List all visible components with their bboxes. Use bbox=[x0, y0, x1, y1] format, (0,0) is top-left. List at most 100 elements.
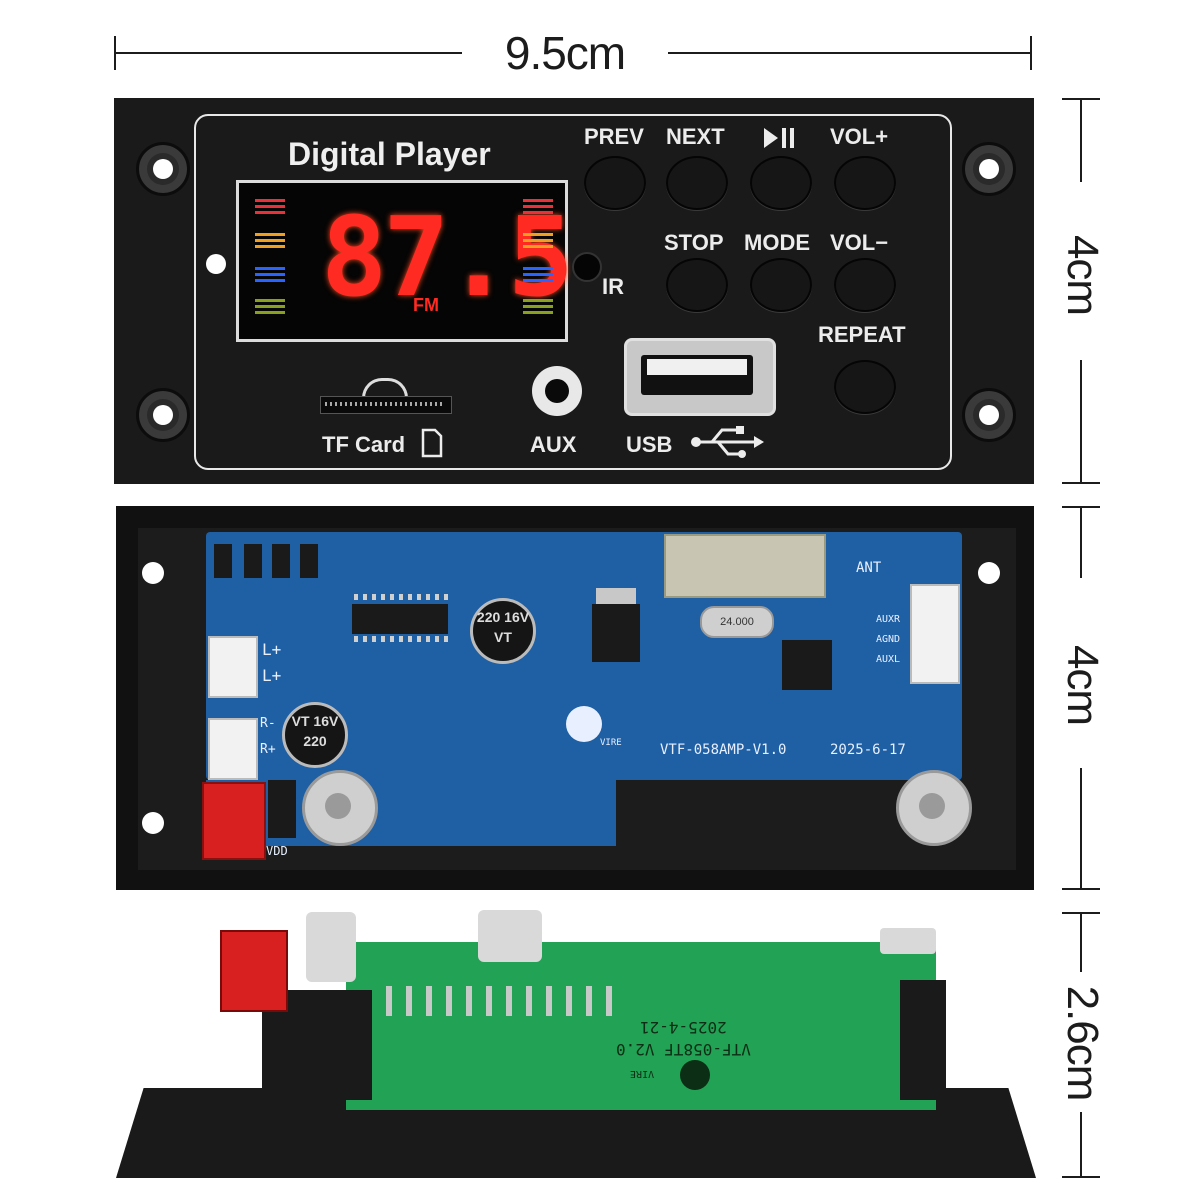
play-pause-button[interactable] bbox=[750, 156, 812, 210]
panel-title: Digital Player bbox=[288, 136, 491, 172]
aux-label: AUX bbox=[530, 432, 577, 457]
panel-frame bbox=[194, 114, 952, 470]
level-bar-red-left bbox=[255, 199, 285, 202]
ic-pins-bottom bbox=[354, 636, 448, 642]
sd-card-icon bbox=[421, 428, 443, 458]
front-height-label: 4cm bbox=[1058, 234, 1107, 316]
ir-receiver bbox=[572, 252, 602, 282]
capacitor-220uf-2: VT 16V 220 bbox=[282, 702, 348, 768]
mount-hole-top-right bbox=[962, 142, 1016, 196]
mode-button[interactable] bbox=[750, 258, 812, 312]
width-dimension-line-left bbox=[114, 52, 462, 54]
front-height-line-bottom bbox=[1080, 360, 1082, 484]
label-l-plus-1: L+ bbox=[262, 640, 282, 659]
label-l-plus-2: L+ bbox=[262, 666, 282, 685]
label-r-plus: R+ bbox=[260, 742, 276, 757]
vol-down-label: VOL− bbox=[830, 230, 889, 255]
smd-component bbox=[272, 544, 290, 578]
level-bar-green-right bbox=[523, 299, 553, 302]
side-vire-logo bbox=[680, 1060, 710, 1090]
back-hole-bottom-left bbox=[142, 812, 164, 834]
label-agnd: AGND bbox=[876, 634, 901, 645]
voltage-regulator bbox=[592, 604, 640, 662]
repeat-button[interactable] bbox=[834, 360, 896, 414]
vol-up-button[interactable] bbox=[834, 156, 896, 210]
label-auxr: AUXR bbox=[876, 614, 901, 625]
usb-label: USB bbox=[626, 432, 673, 457]
side-screw bbox=[880, 928, 936, 954]
back-height-label: 4cm bbox=[1058, 644, 1107, 726]
level-bar-red-right bbox=[523, 199, 553, 202]
vol-down-button[interactable] bbox=[834, 258, 896, 312]
board-id: VTF-058AMP-V1.0 bbox=[660, 742, 787, 758]
front-height-line-top bbox=[1080, 98, 1082, 182]
mode-label: MODE bbox=[744, 230, 810, 255]
smd-component bbox=[300, 544, 318, 578]
tf-card-label: TF Card bbox=[322, 432, 406, 457]
back-height-line-bottom bbox=[1080, 768, 1082, 890]
width-dimension-label: 9.5cm bbox=[504, 27, 626, 79]
aux-connector[interactable] bbox=[910, 584, 960, 684]
next-label: NEXT bbox=[666, 124, 725, 149]
stop-label: STOP bbox=[664, 230, 724, 255]
next-button[interactable] bbox=[666, 156, 728, 210]
prev-button[interactable] bbox=[584, 156, 646, 210]
display-band: FM bbox=[413, 295, 439, 315]
power-connector[interactable] bbox=[202, 782, 266, 860]
width-dimension-end bbox=[1030, 36, 1032, 70]
crystal-oscillator: 24.000 bbox=[700, 606, 774, 638]
usb-port-tongue bbox=[647, 359, 747, 375]
bluetooth-chip bbox=[782, 640, 832, 690]
tf-card-notch bbox=[362, 378, 408, 409]
side-height-line-bottom bbox=[1080, 1112, 1082, 1176]
board-date: 2025-6-17 bbox=[830, 742, 906, 758]
regulator-tab bbox=[596, 588, 636, 604]
front-panel: Digital Player 87.5 FM IR PREV NEXT VOL+… bbox=[114, 98, 1034, 484]
back-height-cap-bottom bbox=[1062, 888, 1100, 890]
bluetooth-antenna bbox=[664, 534, 826, 598]
side-header-pins bbox=[386, 986, 612, 1016]
repeat-label: REPEAT bbox=[818, 322, 906, 347]
aux-jack[interactable] bbox=[532, 366, 582, 416]
side-height-label: 2.6cm bbox=[1058, 985, 1107, 1101]
side-capacitor-2 bbox=[478, 910, 542, 962]
level-bar-blue-right bbox=[523, 267, 553, 270]
speaker-connector-right[interactable] bbox=[208, 718, 258, 780]
front-height-cap-bottom bbox=[1062, 482, 1100, 484]
smd-component bbox=[244, 544, 262, 578]
led-display: 87.5 FM bbox=[236, 180, 574, 342]
level-bar-green-left bbox=[255, 299, 285, 302]
level-bar-orange-left bbox=[255, 233, 285, 236]
antenna-label: ANT bbox=[856, 560, 882, 576]
label-r-minus: R- bbox=[260, 716, 276, 731]
side-power-connector bbox=[220, 930, 288, 1012]
side-logo-text: VIRE bbox=[630, 1068, 655, 1079]
width-dimension-line-right bbox=[668, 52, 1032, 54]
back-hole-right bbox=[978, 562, 1000, 584]
back-logo-text: VIRE bbox=[600, 738, 622, 748]
side-board-date: 2025-4-21 bbox=[640, 1018, 727, 1037]
tf-slot-contacts bbox=[325, 402, 445, 406]
stop-button[interactable] bbox=[666, 258, 728, 312]
usb-port-opening bbox=[641, 355, 753, 395]
screw-right bbox=[896, 770, 972, 846]
label-vdd: VDD bbox=[266, 844, 288, 858]
side-housing-right bbox=[900, 980, 946, 1100]
play-pause-icon bbox=[764, 128, 794, 148]
power-diode bbox=[268, 780, 296, 838]
alignment-hole bbox=[206, 254, 226, 274]
level-bar-blue-left bbox=[255, 267, 285, 270]
amplifier-ic bbox=[352, 604, 448, 634]
mount-hole-bottom-right bbox=[962, 388, 1016, 442]
level-bar-orange-right bbox=[523, 233, 553, 236]
usb-port[interactable] bbox=[624, 338, 776, 416]
vol-up-label: VOL+ bbox=[830, 124, 889, 149]
capacitor-220uf: 220 16V VT bbox=[470, 598, 536, 664]
side-height-cap-bottom bbox=[1062, 1176, 1100, 1178]
vire-logo bbox=[566, 706, 602, 742]
tf-card-slot[interactable] bbox=[320, 396, 452, 414]
side-pcb bbox=[346, 942, 936, 1110]
smd-component bbox=[214, 544, 232, 578]
speaker-connector-left[interactable] bbox=[208, 636, 258, 698]
screw-left bbox=[302, 770, 378, 846]
